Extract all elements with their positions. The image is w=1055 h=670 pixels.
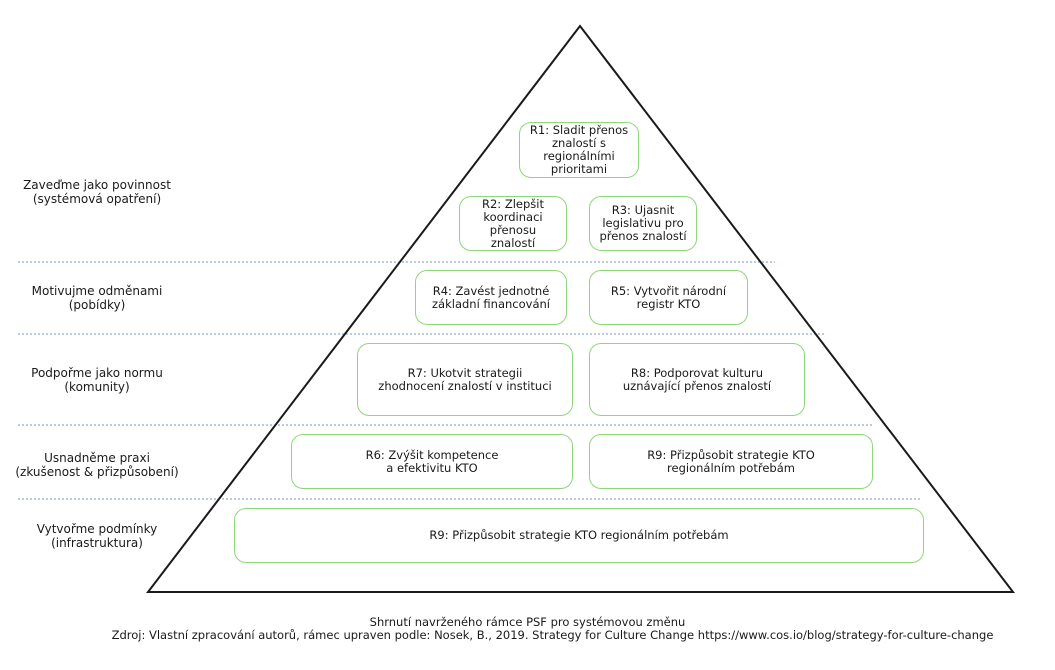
level-label-practice: Usnadněme praxi (zkušenost & přizpůsoben… — [15, 451, 179, 479]
recommendation-box-r9-base: R9: Přizpůsobit strategie KTO regionální… — [234, 508, 924, 563]
recommendation-box-r7: R7: Ukotvit strategii zhodnocení znalost… — [357, 343, 573, 416]
level-label-norms: Podpořme jako normu (komunity) — [31, 366, 163, 394]
level-label-mandate: Zaveďme jako povinnost (systémová opatře… — [23, 178, 171, 206]
pyramid-outline — [145, 24, 1016, 593]
recommendation-box-r3: R3: Ujasnit legislativu pro přenos znalo… — [589, 196, 697, 251]
recommendation-box-r6: R6: Zvýšit kompetence a efektivitu KTO — [291, 434, 573, 489]
recommendation-box-r4: R4: Zavést jednotné základní financování — [415, 270, 567, 325]
level-label-infrastructure: Vytvořme podmínky (infrastruktura) — [36, 522, 158, 550]
level-label-incentives: Motivujme odměnami (pobídky) — [31, 284, 163, 312]
figure-caption-source: Zdroj: Vlastní zpracování autorů, rámec … — [111, 628, 994, 642]
pyramid-diagram — [18, 24, 1016, 593]
recommendation-box-r8: R8: Podporovat kulturu uznávající přenos… — [589, 343, 805, 416]
figure-caption-title: Shrnutí navrženého rámce PSF pro systémo… — [369, 615, 686, 629]
recommendation-box-r9-regional: R9: Přizpůsobit strategie KTO regionální… — [589, 434, 873, 489]
recommendation-box-r5: R5: Vytvořit národní registr KTO — [589, 270, 748, 325]
recommendation-box-r2: R2: Zlepšit koordinaci přenosu znalostí — [459, 196, 567, 251]
recommendation-box-r1: R1: Sladit přenos znalostí s regionálním… — [519, 122, 639, 178]
